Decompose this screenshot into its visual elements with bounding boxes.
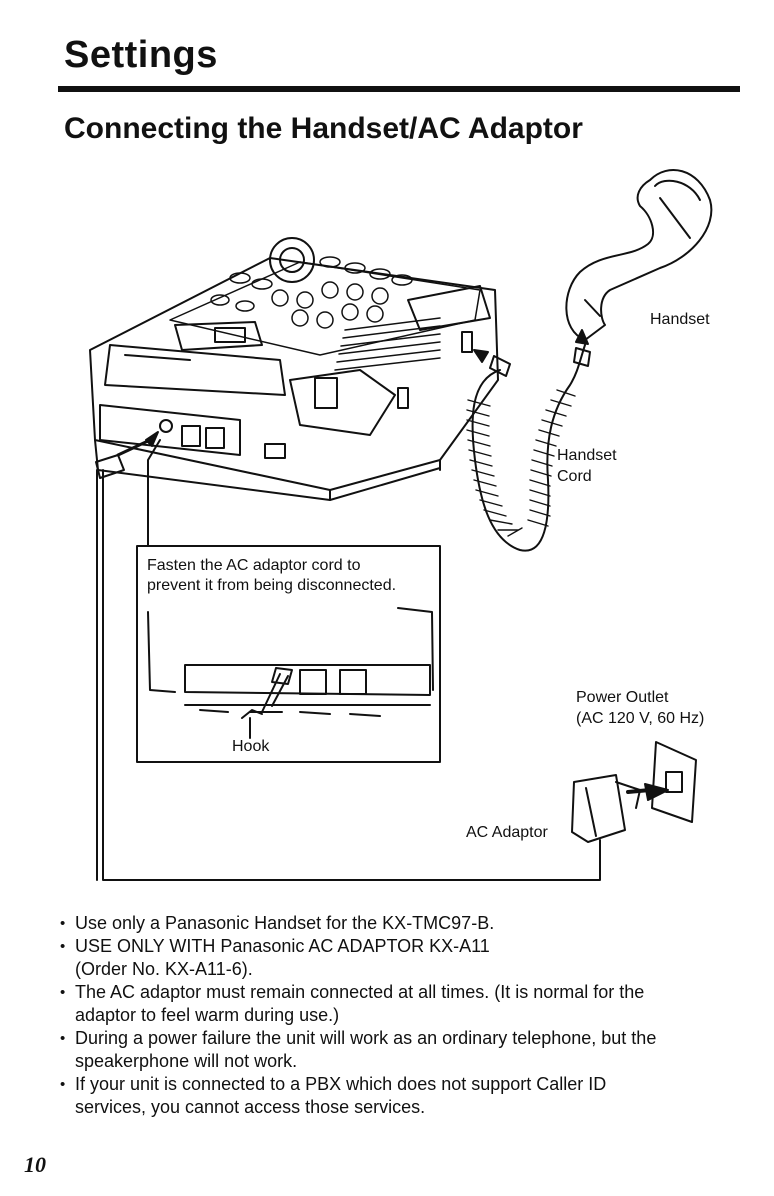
handset-illustration [565,169,713,341]
page-number: 10 [24,1152,46,1177]
handset-cord-label-line2: Cord [557,468,592,485]
title-rule [58,86,740,92]
note-text: The AC adaptor must remain connected at … [75,982,645,1002]
note-pbx: If your unit is connected to a PBX which… [58,1073,748,1119]
subsection-title: Connecting the Handset/AC Adaptor [64,112,583,145]
note-text: adaptor to feel warm during use.) [75,1005,340,1025]
note-text: speakerphone will not work. [75,1051,298,1071]
connection-diagram [89,169,713,881]
notes-list: Use only a Panasonic Handset for the KX-… [58,912,748,1119]
inset-box [136,545,441,763]
inset-detail [147,607,434,739]
note-power-failure: During a power failure the unit will wor… [58,1027,748,1073]
handset-cord [466,329,591,552]
note-text: During a power failure the unit will wor… [75,1028,657,1048]
inset-caption-line1: Fasten the AC adaptor cord to [147,557,361,574]
handset-label: Handset [650,311,710,328]
ac-adaptor-cord [102,469,601,881]
ac-adaptor-illustration [571,774,641,856]
note-text: USE ONLY WITH Panasonic AC ADAPTOR KX-A1… [75,936,490,956]
inset-caption: Fasten the AC adaptor cord to prevent it… [147,556,396,596]
note-text: If your unit is connected to a PBX which… [75,1074,607,1094]
inset-caption-line2: prevent it from being disconnected. [147,577,397,594]
ac-adaptor-label: AC Adaptor [466,824,548,841]
note-text: services, you cannot access those servic… [75,1097,426,1117]
note-ac-adaptor: USE ONLY WITH Panasonic AC ADAPTOR KX-A1… [58,935,748,981]
power-outlet-label-line1: Power Outlet [576,689,669,706]
hook-label: Hook [232,738,270,755]
telephone-base [89,237,499,501]
handset-cord-label-line1: Handset [557,447,617,464]
note-text: (Order No. KX-A11-6). [75,959,253,979]
note-handset: Use only a Panasonic Handset for the KX-… [58,912,748,935]
section-title: Settings [64,34,218,76]
power-outlet-illustration [651,741,697,823]
power-outlet-label-line2: (AC 120 V, 60 Hz) [576,710,705,727]
note-text: Use only a Panasonic Handset for the KX-… [75,913,495,933]
note-connected: The AC adaptor must remain connected at … [58,981,748,1027]
